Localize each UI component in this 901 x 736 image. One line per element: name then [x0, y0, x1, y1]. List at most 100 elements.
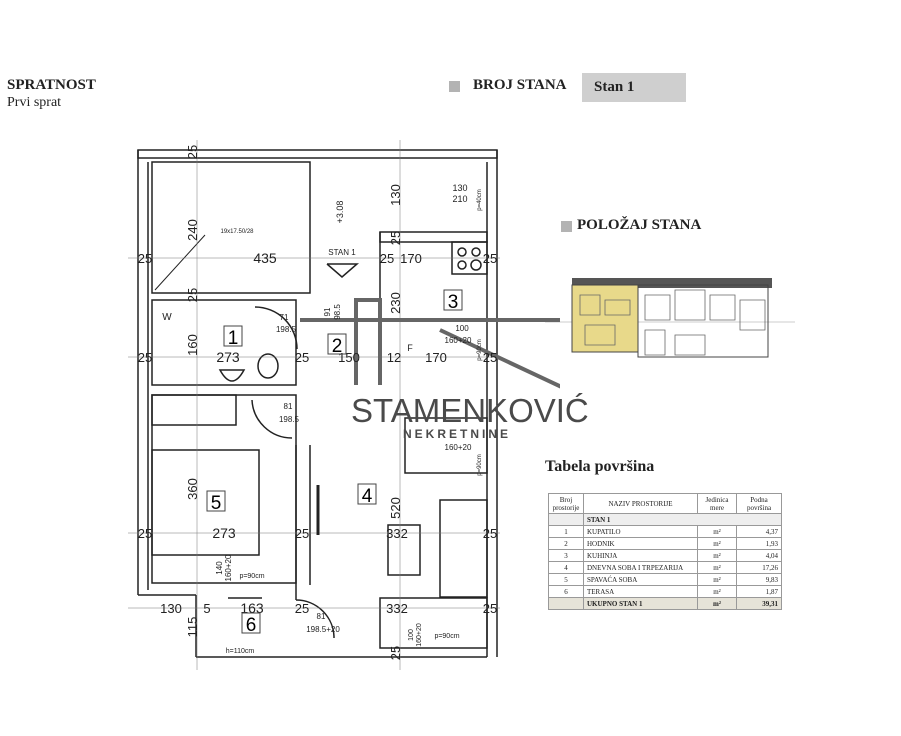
floor-value: Prvi sprat [7, 95, 62, 110]
dimension-label: 332 [386, 601, 408, 616]
dimension-label: 198.5 [276, 325, 297, 334]
dimension-label: STAN 1 [328, 248, 356, 257]
location-thumbnail [545, 278, 795, 358]
dimension-label: 160+20 [416, 623, 423, 647]
dimension-label: 210 [452, 194, 467, 204]
dimension-label: 115 [185, 617, 200, 638]
dimension-label: 332 [386, 526, 408, 541]
dimension-label: p=90cm [477, 454, 483, 476]
dimension-label: 91 [323, 307, 332, 316]
dimension-label: 170 [425, 350, 447, 365]
position-label: POLOŽAJ STANA [577, 217, 702, 233]
area-table: Broj prostorije NAZIV PROSTORIJE Jedinic… [548, 493, 782, 610]
dimension-label: 25 [138, 526, 152, 541]
unit-value: Stan 1 [582, 73, 686, 102]
dimension-label: 360 [185, 478, 200, 500]
room-number: 6 [246, 615, 257, 636]
cell-area: 1,93 [736, 537, 782, 550]
cell-name: TERASA [583, 585, 698, 598]
dimension-label: 71 [280, 313, 289, 322]
dimension-label: 81 [284, 402, 293, 411]
dimension-label: 12 [387, 350, 401, 365]
col-header: NAZIV PROSTORIJE [583, 493, 698, 514]
cell-no: 5 [548, 573, 584, 586]
dimension-label: 130 [160, 601, 182, 616]
dimension-label: 130 [452, 183, 467, 193]
bullet-icon [449, 81, 460, 92]
unit-label: BROJ STANA [473, 77, 567, 93]
dimension-label: 25 [388, 646, 403, 660]
dimension-label: 273 [216, 349, 240, 365]
dimension-label: 25 [185, 145, 200, 159]
room-number-box [443, 289, 463, 311]
dimension-label: 25 [483, 350, 497, 365]
dimension-label: 160 [185, 334, 200, 356]
dimension-label: 25 [295, 526, 309, 541]
cell-unit: m² [697, 525, 737, 538]
cell-name: SPAVAĆA SOBA [583, 573, 698, 586]
dimension-label: 163 [240, 600, 264, 616]
dimension-label: 100 [408, 629, 415, 641]
cell-name: KUHINJA [583, 549, 698, 562]
cell-unit: m² [697, 573, 737, 586]
cell-name: DNEVNA SOBA I TRPEZARIJA [583, 561, 698, 574]
dimension-label: 273 [212, 525, 236, 541]
cell-unit: m² [697, 537, 737, 550]
room-number: 2 [332, 336, 343, 357]
walls [128, 140, 560, 670]
dimension-label: 25 [138, 350, 152, 365]
table-title: Tabela površina [545, 458, 655, 475]
cell-area: 1,87 [736, 585, 782, 598]
dimension-label: 25 [295, 601, 309, 616]
dimension-label: 160+20 [224, 554, 233, 581]
dimension-label: 25 [483, 526, 497, 541]
cell-area: 9,83 [736, 573, 782, 586]
dimension-label: W [162, 312, 172, 323]
table-header-row: Broj prostorije NAZIV PROSTORIJE Jedinic… [548, 493, 782, 514]
total-name: UKUPNO STAN 1 [583, 597, 698, 610]
dimension-label: 25 [380, 251, 394, 266]
dimension-label: 25 [295, 350, 309, 365]
dimension-label: 198.5+20 [306, 625, 340, 634]
dimension-label: p=40cm [477, 189, 483, 211]
watermark-sub: NEKRETNINE [403, 427, 512, 441]
dimension-label: 98.5 [333, 304, 342, 320]
total-unit: m² [697, 597, 737, 610]
col-header: Broj prostorije [548, 493, 584, 514]
dimension-label: p=90cm [477, 339, 483, 361]
room-number-box [223, 325, 243, 347]
table-section-row: STAN 1 [548, 513, 782, 526]
cell-area: 17,26 [736, 561, 782, 574]
cell-no: 6 [548, 585, 584, 598]
dimension-label: 240 [185, 219, 200, 241]
dimension-label: 130 [388, 184, 403, 206]
dimension-label: 520 [388, 497, 403, 519]
dimension-label: h=110cm [226, 648, 255, 655]
total-area: 39,31 [736, 597, 782, 610]
cell-area: 4,37 [736, 525, 782, 538]
cell-no: 2 [548, 537, 584, 550]
dimension-label: 160+20 [445, 443, 472, 452]
cell-area: 4,04 [736, 549, 782, 562]
dimension-label: 19x17.50/28 [220, 229, 254, 235]
dimension-label: p=90cm [239, 573, 264, 580]
room-number-box [206, 490, 226, 512]
cell-no: 1 [548, 525, 584, 538]
dimension-label: 81 [317, 612, 326, 621]
room-number-box [241, 612, 261, 634]
dimension-label: 25 [388, 231, 403, 245]
table-total-row: UKUPNO STAN 1 m² 39,31 [548, 597, 782, 610]
floor-label: SPRATNOST [7, 77, 96, 93]
dimension-label: 25 [483, 251, 497, 266]
cell-no: 4 [548, 561, 584, 574]
dimension-label: 25 [483, 601, 497, 616]
dimension-label: 5 [203, 601, 210, 616]
room-number: 4 [362, 486, 373, 507]
dimension-label: 25 [138, 251, 152, 266]
